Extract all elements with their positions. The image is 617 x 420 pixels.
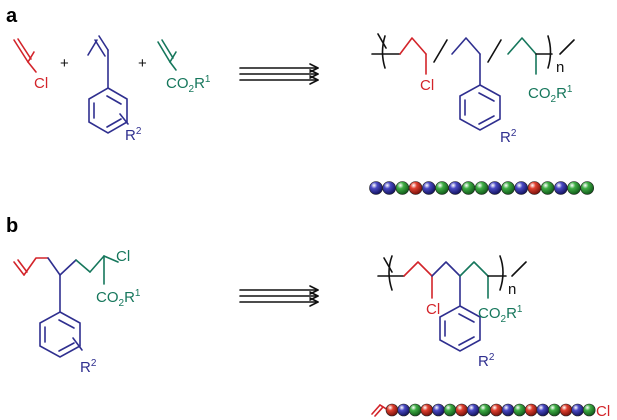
bead-green	[474, 181, 489, 195]
bead-blue	[369, 181, 383, 195]
monomer-cl: Cl	[116, 248, 130, 265]
bead-blue	[553, 181, 568, 195]
bead-green	[478, 403, 492, 417]
product-b-cl: Cl	[426, 301, 440, 318]
bead-blue	[487, 181, 502, 195]
acrylate: CO2R1	[157, 39, 211, 95]
polymer-product-a: Cl R2 CO2R1 n	[371, 33, 575, 146]
bead-green	[501, 181, 515, 195]
chain-end-cl: Cl	[596, 403, 610, 420]
polymer-product-b: Cl R2 CO2R1 n	[377, 255, 527, 370]
bead-red	[385, 403, 399, 417]
acrylate-co2r1: CO2R1	[166, 74, 211, 95]
bead-green	[395, 181, 410, 195]
bead-green	[435, 181, 449, 195]
bead-green	[548, 403, 561, 417]
bead-red	[527, 181, 542, 195]
bead-red	[408, 181, 423, 195]
bead-red	[524, 403, 538, 417]
plus-sign-1: +	[60, 55, 69, 72]
bead-green	[567, 181, 581, 195]
product-a-r2: R2	[500, 128, 517, 146]
bead-green	[582, 403, 596, 417]
bead-green	[540, 181, 555, 195]
product-a-co2r1: CO2R1	[528, 84, 573, 105]
bead-blue	[514, 181, 529, 195]
bead-blue	[448, 181, 463, 195]
product-b-co2r1: CO2R1	[478, 304, 523, 325]
product-b-n: n	[508, 281, 516, 298]
bead-blue	[501, 403, 515, 417]
reaction-arrows-b	[239, 285, 319, 307]
bead-green	[513, 403, 526, 417]
product-b-r2: R2	[478, 352, 495, 370]
plus-sign-2: +	[138, 55, 147, 72]
product-a-n: n	[556, 59, 564, 76]
bead-green	[580, 181, 595, 195]
bead-red	[559, 403, 573, 417]
panel-a-label: a	[6, 5, 18, 27]
monomer-co2r1: CO2R1	[96, 288, 141, 309]
styrene-r2: R2	[125, 126, 142, 144]
bead-blue	[421, 181, 436, 195]
bead-red	[455, 403, 468, 417]
bead-chain-a	[369, 181, 595, 195]
panel-b-label: b	[6, 215, 18, 237]
monomer-r2: R2	[80, 358, 97, 376]
styrene: R2	[87, 35, 142, 144]
bead-green	[408, 403, 422, 417]
bead-green	[443, 403, 457, 417]
bead-blue	[536, 403, 550, 417]
vinyl-chloride: Cl	[13, 38, 48, 92]
reaction-arrows-a	[239, 63, 319, 85]
vinyl-chloride-cl: Cl	[34, 75, 48, 92]
bead-green	[461, 181, 476, 195]
bead-red	[420, 403, 434, 417]
bead-blue	[397, 403, 410, 417]
bead-blue	[466, 403, 480, 417]
bead-chain-b: Cl	[371, 403, 610, 420]
inimer-monomer: R2 Cl CO2R1	[13, 248, 141, 376]
product-a-cl: Cl	[420, 77, 434, 94]
bead-blue	[432, 403, 445, 417]
bead-blue	[571, 403, 584, 417]
bead-red	[490, 403, 503, 417]
bead-blue	[382, 181, 397, 195]
